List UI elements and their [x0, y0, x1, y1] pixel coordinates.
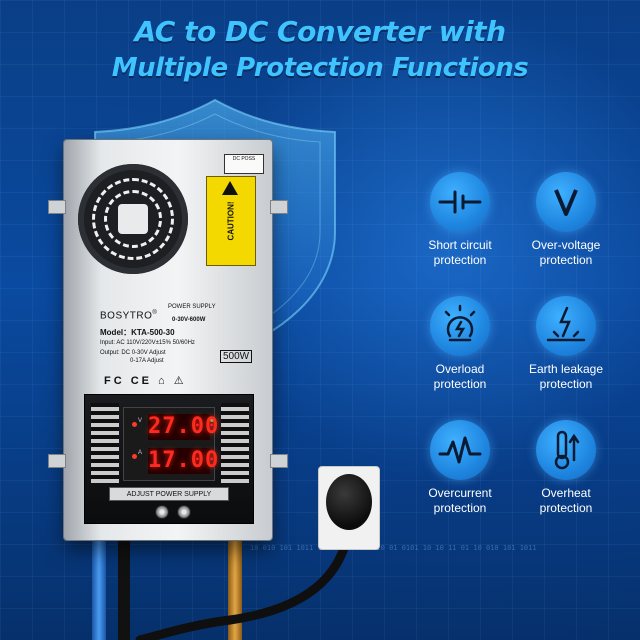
binary-decoration: 10 010 101 1011 10 10 01 1011 10 01 0101…	[250, 544, 537, 552]
input-spec: Input: AC 110V/220V±15% 50/60Hz	[100, 340, 195, 346]
power-plug	[326, 474, 372, 530]
output-current-spec: 0-17A Adjust	[130, 358, 164, 364]
mounting-ear	[270, 200, 288, 214]
caution-label: CAUTION!	[206, 176, 256, 266]
adjust-knob-right	[177, 505, 191, 519]
caution-text: CAUTION!	[226, 201, 236, 241]
power-supply-unit: DC POSS CAUTION! BOSYTRO® POWER SUPPLY 0…	[48, 140, 288, 540]
status-led-green	[210, 418, 214, 422]
current-unit-label: A	[138, 450, 143, 456]
wattage-badge: 500W	[220, 350, 253, 363]
range-text: 0-30V-600W	[172, 317, 206, 323]
certification-marks: FC CE ⌂ ⚠	[104, 375, 187, 387]
blue-cable	[92, 520, 106, 640]
control-panel: V A 27.00 17.00 ADJUST POWER SUPPLY	[84, 394, 254, 524]
overheat-icon	[536, 420, 596, 480]
adjust-power-supply-label: ADJUST POWER SUPPLY	[109, 487, 229, 501]
warning-icon	[222, 181, 238, 195]
short-circuit-icon	[430, 172, 490, 232]
mounting-ear	[270, 454, 288, 468]
model-text: Model：KTA-500-30	[100, 328, 175, 337]
voltage-readout: 27.00	[148, 414, 220, 440]
over-voltage-icon	[536, 172, 596, 232]
mounting-ear	[48, 200, 66, 214]
brand-name: BOSYTRO®	[100, 310, 158, 322]
headline-line-2: Multiple Protection Functions	[111, 53, 529, 83]
current-readout: 17.00	[148, 448, 220, 474]
headline-line-1: AC to DC Converter with	[134, 15, 507, 48]
overcurrent-icon	[430, 420, 490, 480]
power-supply-text: POWER SUPPLY	[168, 304, 216, 310]
overload-icon	[430, 296, 490, 356]
adjust-knob-left	[155, 505, 169, 519]
gold-cable	[228, 520, 242, 640]
voltage-led	[132, 422, 137, 427]
black-power-cable	[118, 530, 130, 640]
headline: AC to DC Converter with Multiple Protect…	[0, 14, 640, 86]
current-led	[132, 454, 137, 459]
mounting-ear	[48, 454, 66, 468]
earth-leakage-icon	[536, 296, 596, 356]
power-cord	[135, 505, 355, 640]
voltage-unit-label: V	[138, 418, 143, 424]
dc-port-label: DC POSS	[224, 154, 264, 174]
led-display: V A 27.00 17.00	[123, 407, 220, 481]
fan-hub	[118, 204, 148, 234]
vent-left	[91, 403, 119, 483]
vent-right	[221, 403, 249, 483]
output-spec: Output: DC 0-30V Adjust	[100, 350, 166, 356]
fan-grille	[78, 164, 188, 274]
